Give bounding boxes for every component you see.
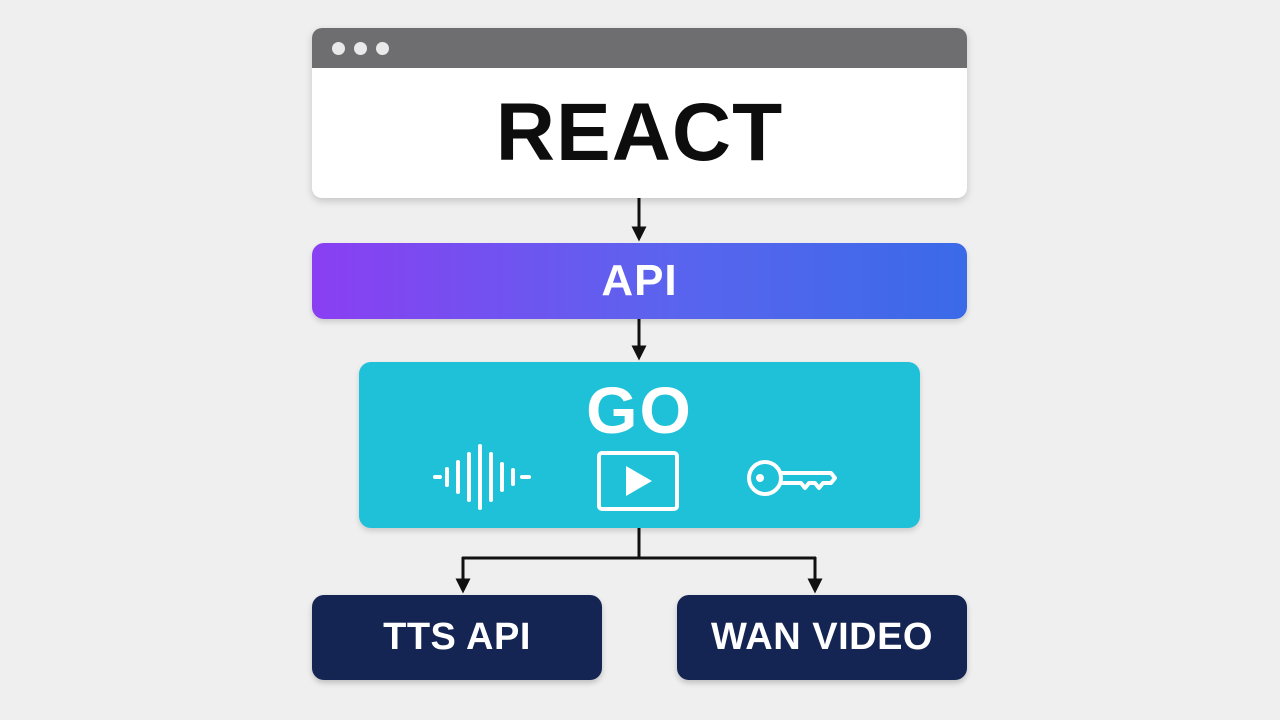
react-node-label: REACT [495,87,784,178]
wan-video-node-label: WAN VIDEO [711,616,933,658]
window-dot-icon [376,42,389,55]
window-dot-icon [354,42,367,55]
api-node: API [312,243,967,319]
key-icon [747,460,837,496]
go-node: GO [359,362,920,528]
tts-api-node: TTS API [312,595,602,680]
edge-go-to-leaves [455,528,823,594]
window-dot-icon [332,42,345,55]
react-browser-window: REACT [312,28,967,198]
tts-api-node-label: TTS API [383,616,531,658]
go-node-label: GO [586,373,693,447]
browser-title-bar [312,28,967,68]
play-video-icon [597,451,679,511]
wan-video-node: WAN VIDEO [677,595,967,680]
waveform-icon [433,444,531,510]
api-node-label: API [601,256,678,305]
